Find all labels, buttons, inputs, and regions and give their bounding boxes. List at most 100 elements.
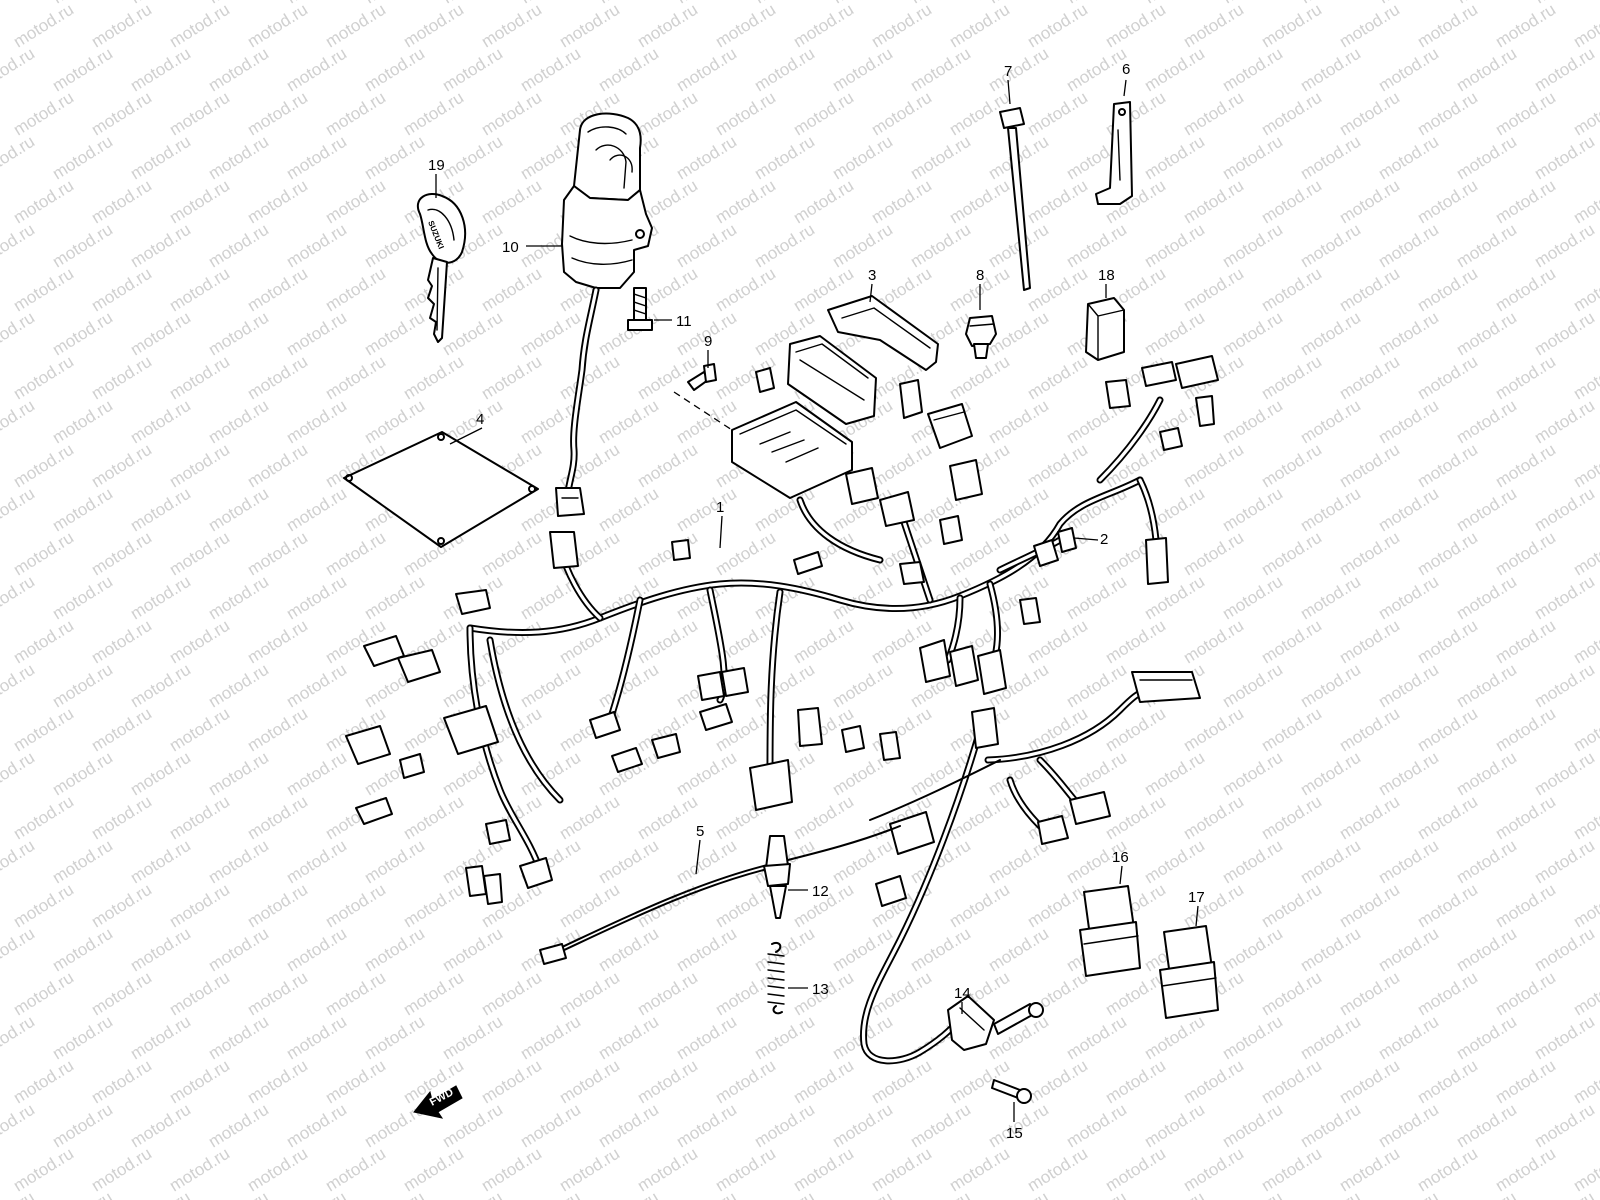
watermark-text: motod.ru	[673, 748, 740, 800]
watermark-text: motod.ru	[1453, 396, 1520, 448]
watermark-text: motod.ru	[868, 1144, 935, 1196]
watermark-text: motod.ru	[244, 880, 311, 932]
watermark-text: motod.ru	[205, 484, 272, 536]
watermark-text: motod.ru	[127, 748, 194, 800]
watermark-text: motod.ru	[1024, 1144, 1091, 1196]
watermark-text: motod.ru	[751, 1012, 818, 1064]
watermark-text: motod.ru	[1414, 264, 1481, 316]
watermark-text: motod.ru	[322, 352, 389, 404]
watermark-text: motod.ru	[166, 1056, 233, 1108]
watermark-text: motod.ru	[1297, 1012, 1364, 1064]
watermark-text: motod.ru	[751, 132, 818, 184]
watermark-text: motod.ru	[634, 968, 701, 1020]
watermark-text: motod.ru	[634, 792, 701, 844]
watermark-text: motod.ru	[166, 528, 233, 580]
watermark-text: motod.ru	[517, 44, 584, 96]
watermark-text: motod.ru	[1531, 660, 1598, 712]
watermark-text: motod.ru	[361, 132, 428, 184]
watermark-text: motod.ru	[166, 0, 233, 51]
watermark-text: motod.ru	[1219, 308, 1286, 360]
watermark-text: motod.ru	[361, 396, 428, 448]
watermark-text: motod.ru	[1336, 528, 1403, 580]
watermark-text: motod.ru	[673, 1188, 740, 1200]
watermark-text: motod.ru	[1219, 44, 1286, 96]
watermark-text: motod.ru	[244, 264, 311, 316]
watermark-text: motod.ru	[478, 88, 545, 140]
watermark-text: motod.ru	[88, 352, 155, 404]
watermark-text: motod.ru	[49, 748, 116, 800]
watermark-text: motod.ru	[1141, 836, 1208, 888]
watermark-text: motod.ru	[205, 308, 272, 360]
watermark-text: motod.ru	[205, 572, 272, 624]
watermark-text: motod.ru	[673, 924, 740, 976]
watermark-text: motod.ru	[1531, 572, 1598, 624]
watermark-text: motod.ru	[1180, 1056, 1247, 1108]
watermark-text: motod.ru	[1258, 264, 1325, 316]
watermark-text: motod.ru	[1531, 1100, 1598, 1152]
watermark-text: motod.ru	[0, 572, 38, 624]
watermark-text: motod.ru	[0, 1012, 38, 1064]
watermark-text: motod.ru	[88, 88, 155, 140]
watermark-text: motod.ru	[127, 1188, 194, 1200]
watermark-text: motod.ru	[634, 880, 701, 932]
watermark-text: motod.ru	[985, 44, 1052, 96]
watermark-text: motod.ru	[1453, 308, 1520, 360]
watermark-text: motod.ru	[790, 0, 857, 51]
watermark-text: motod.ru	[1531, 132, 1598, 184]
watermark-text: motod.ru	[322, 0, 389, 51]
part-4-sheet	[343, 431, 539, 548]
watermark-text: motod.ru	[1531, 484, 1598, 536]
watermark-text: motod.ru	[10, 528, 77, 580]
watermark-text: motod.ru	[1102, 616, 1169, 668]
watermark-text: motod.ru	[1180, 1144, 1247, 1196]
watermark-text: motod.ru	[283, 484, 350, 536]
watermark-text: motod.ru	[1297, 44, 1364, 96]
watermark-text: motod.ru	[946, 176, 1013, 228]
watermark-text: motod.ru	[1258, 440, 1325, 492]
watermark-text: motod.ru	[1492, 1056, 1559, 1108]
callout-17: 17	[1188, 889, 1205, 906]
watermark-text: motod.ru	[205, 396, 272, 448]
watermark-text: motod.ru	[10, 1144, 77, 1196]
watermark-text: motod.ru	[205, 748, 272, 800]
watermark-text: motod.ru	[361, 836, 428, 888]
watermark-text: motod.ru	[1492, 440, 1559, 492]
watermark-text: motod.ru	[244, 440, 311, 492]
watermark-text: motod.ru	[166, 704, 233, 756]
watermark-text: motod.ru	[1492, 616, 1559, 668]
watermark-text: motod.ru	[1453, 572, 1520, 624]
watermark-text: motod.ru	[1375, 1188, 1442, 1200]
watermark-text: motod.ru	[205, 924, 272, 976]
watermark-text: motod.ru	[0, 44, 38, 96]
watermark-text: motod.ru	[1219, 1100, 1286, 1152]
watermark-text: motod.ru	[1180, 440, 1247, 492]
watermark-text: motod.ru	[1531, 308, 1598, 360]
watermark-text: motod.ru	[478, 264, 545, 316]
watermark-text: motod.ru	[1414, 1056, 1481, 1108]
watermark-text: motod.ru	[1024, 264, 1091, 316]
watermark-text: motod.ru	[127, 220, 194, 272]
watermark-text: motod.ru	[1375, 220, 1442, 272]
watermark-text: motod.ru	[712, 880, 779, 932]
watermark-text: motod.ru	[556, 1144, 623, 1196]
watermark-text: motod.ru	[1453, 44, 1520, 96]
watermark-text: motod.ru	[88, 880, 155, 932]
watermark-text: motod.ru	[1258, 792, 1325, 844]
watermark-text: motod.ru	[751, 924, 818, 976]
watermark-text: motod.ru	[907, 44, 974, 96]
watermark-text: motod.ru	[1414, 528, 1481, 580]
watermark-text: motod.ru	[478, 0, 545, 51]
watermark-text: motod.ru	[1492, 0, 1559, 51]
watermark-text: motod.ru	[673, 44, 740, 96]
watermark-text: motod.ru	[1024, 440, 1091, 492]
watermark-text: motod.ru	[1570, 1144, 1600, 1196]
watermark-text: motod.ru	[244, 528, 311, 580]
watermark-text: motod.ru	[1102, 704, 1169, 756]
callout-3: 3	[868, 267, 876, 284]
watermark-text: motod.ru	[1024, 352, 1091, 404]
watermark-text: motod.ru	[166, 880, 233, 932]
watermark-text: motod.ru	[1258, 880, 1325, 932]
watermark-text: motod.ru	[1336, 880, 1403, 932]
watermark-text: motod.ru	[478, 352, 545, 404]
watermark-text: motod.ru	[985, 396, 1052, 448]
